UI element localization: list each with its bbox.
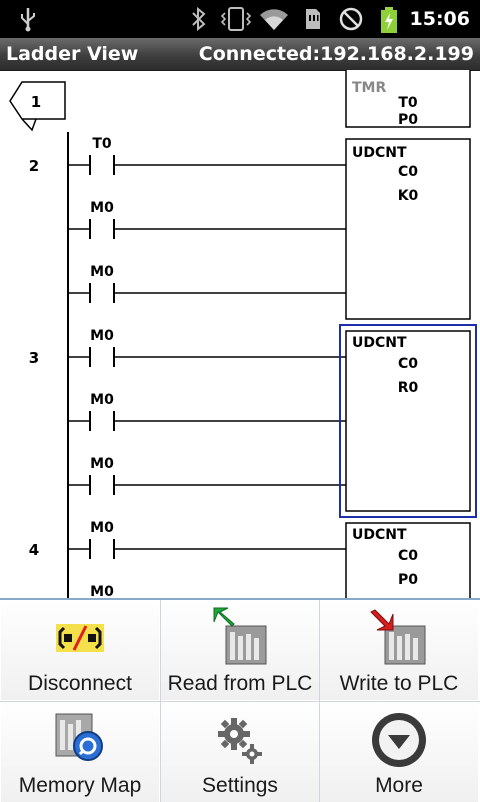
block-type: UDCNT (352, 527, 407, 543)
contact[interactable]: M0 (68, 392, 346, 431)
function-block[interactable]: UDCNT C0 K0 (345, 138, 471, 320)
contact[interactable]: M0 (90, 584, 114, 600)
disconnect-button[interactable]: Disconnect (1, 600, 159, 700)
function-block[interactable]: TMR T0 P0 (345, 70, 471, 128)
menu-label: Read from PLC (167, 672, 313, 695)
rung-number-3: 3 (29, 349, 39, 367)
connection-status: Connected:192.168.2.199 (198, 43, 474, 65)
function-block-selected[interactable]: UDCNT C0 R0 (339, 324, 477, 518)
vibrate-icon (220, 7, 252, 31)
status-bar: 15:06 (0, 0, 480, 38)
battery-charging-icon (381, 7, 397, 33)
sdcard-icon (306, 9, 320, 29)
contact[interactable]: M0 (68, 456, 346, 495)
write-to-plc-icon (370, 609, 426, 665)
no-signal-icon (339, 7, 363, 31)
contact[interactable]: M0 (68, 200, 346, 239)
block-operand: C0 (398, 164, 418, 180)
contact[interactable]: M0 (68, 328, 346, 367)
divider (0, 701, 480, 702)
rung-number-4: 4 (29, 541, 39, 559)
function-block[interactable]: UDCNT C0 P0 (345, 522, 471, 600)
menu-label: Write to PLC (339, 672, 459, 695)
contact-label: M0 (90, 520, 114, 536)
read-from-plc-icon (213, 607, 267, 665)
ladder-canvas: 1 TMR T0 P0 2 T0 M0 (9, 70, 477, 600)
block-operand: K0 (398, 188, 419, 204)
memory-map-button[interactable]: Memory Map (1, 702, 159, 802)
contact-label: M0 (90, 456, 114, 472)
bluetooth-icon (192, 6, 206, 32)
block-type: UDCNT (352, 335, 407, 351)
settings-icon (218, 718, 262, 764)
contact-label: M0 (90, 264, 114, 280)
contact-label: M0 (90, 584, 114, 600)
usb-icon (21, 8, 35, 32)
more-icon (372, 713, 426, 767)
options-menu: Disconnect Read from PLC Write to PLC (0, 598, 480, 802)
menu-label: Disconnect (28, 672, 132, 695)
contact-label: T0 (92, 136, 112, 152)
selection-highlight (339, 324, 477, 518)
menu-label: More (375, 774, 423, 797)
contact[interactable]: M0 (68, 520, 346, 559)
contact[interactable]: M0 (68, 264, 346, 303)
memory-map-icon (55, 713, 103, 761)
contact-label: M0 (90, 392, 114, 408)
wifi-icon (260, 9, 288, 31)
menu-label: Memory Map (18, 774, 142, 797)
ladder-diagram[interactable]: 1 TMR T0 P0 2 T0 M0 (0, 70, 480, 600)
disconnect-icon (56, 624, 104, 652)
block-operand: P0 (398, 572, 418, 588)
contact-label: M0 (90, 200, 114, 216)
menu-label: Settings (202, 774, 278, 797)
clock: 15:06 (409, 8, 470, 30)
title-bar: Ladder View Connected:192.168.2.199 (0, 38, 480, 71)
settings-button[interactable]: Settings (161, 702, 319, 802)
read-from-plc-button[interactable]: Read from PLC (161, 600, 319, 700)
block-operand: R0 (398, 380, 419, 396)
contact[interactable]: T0 (68, 136, 346, 175)
previous-rung-button[interactable]: 1 (9, 81, 66, 132)
more-button[interactable]: More (320, 702, 478, 802)
block-type: UDCNT (352, 145, 407, 161)
block-type: TMR (352, 80, 386, 96)
rung-number-2: 2 (29, 157, 39, 175)
block-operand: C0 (398, 548, 418, 564)
block-operand: P0 (398, 112, 418, 128)
contact-label: M0 (90, 328, 114, 344)
block-operand: C0 (398, 356, 418, 372)
page-title: Ladder View (6, 43, 139, 65)
block-operand: T0 (398, 95, 418, 111)
rung-number-1: 1 (31, 93, 41, 111)
write-to-plc-button[interactable]: Write to PLC (320, 600, 478, 700)
